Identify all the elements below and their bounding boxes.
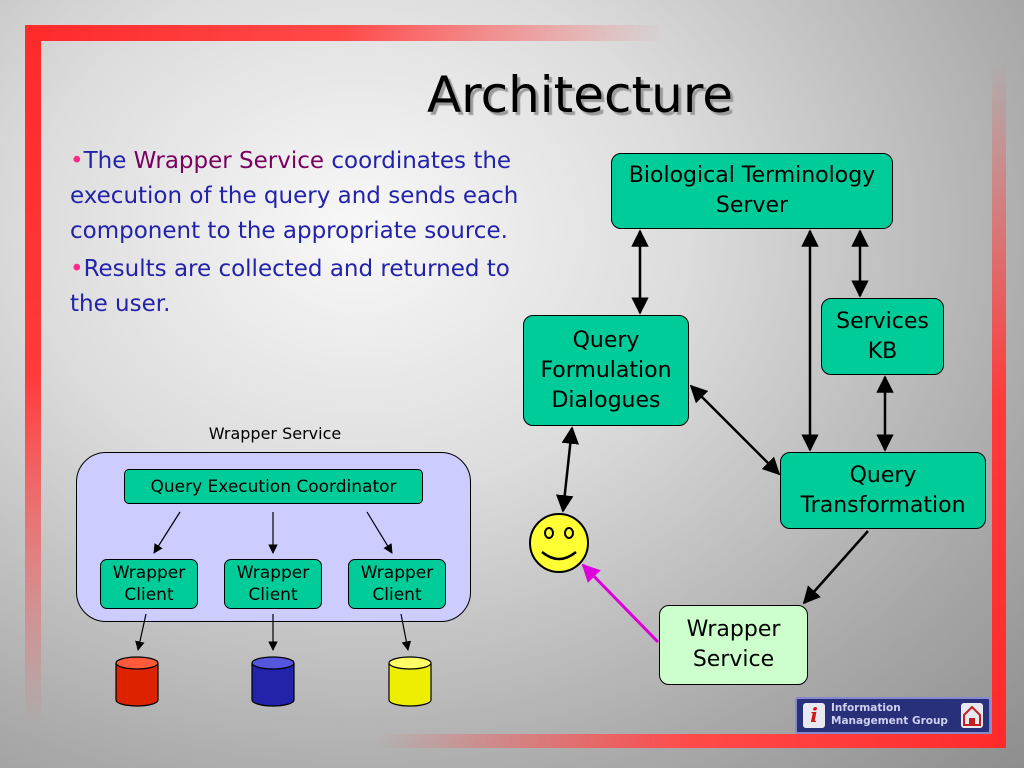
bullet-text: The <box>83 148 134 174</box>
bullet-dot: • <box>70 256 84 282</box>
database-icon <box>115 656 159 707</box>
info-icon: i <box>803 703 825 728</box>
bullet-highlight: Wrapper Service <box>133 148 325 174</box>
services-kb-box: Services KB <box>821 298 944 375</box>
frame-top-bar <box>25 25 665 41</box>
smiley-face-icon <box>529 513 589 573</box>
bullet-item: •The Wrapper Service coordinates the exe… <box>70 144 540 249</box>
query-formulation-dialogues-label: Query Formulation Dialogues <box>540 327 672 413</box>
bullet-dot: • <box>70 148 84 174</box>
biological-terminology-server-box: Biological Terminology Server <box>611 153 893 229</box>
query-transformation-box: Query Transformation <box>780 452 986 529</box>
wrapper-service-label: Wrapper Service <box>686 617 781 672</box>
database-icon <box>251 656 295 707</box>
frame-right-bar <box>992 60 1006 748</box>
arrow-qfd-user <box>555 426 580 513</box>
frame-left-bar <box>25 25 41 725</box>
query-transformation-label: Query Transformation <box>800 462 966 518</box>
logo-text: Information Management Group <box>831 702 948 728</box>
arrow-client3-db <box>400 613 412 651</box>
arrow-qt-ws <box>802 530 869 605</box>
wrapper-client-box: Wrapper Client <box>348 559 446 609</box>
wrapper-client-box: Wrapper Client <box>224 559 322 609</box>
house-icon <box>961 703 983 728</box>
biological-terminology-server-label: Biological Terminology Server <box>628 163 876 218</box>
wrapper-client-label: Wrapper Client <box>112 563 186 605</box>
logo-line2: Management Group <box>831 715 948 727</box>
arrow-coordinator-client3 <box>366 511 393 554</box>
wrapper-client-label: Wrapper Client <box>360 563 434 605</box>
database-icon <box>388 656 432 707</box>
services-kb-label: Services KB <box>836 308 929 364</box>
bullet-text: Results are collected and returned to th… <box>70 256 510 317</box>
frame-bottom-bar <box>375 734 1006 748</box>
bullet-item: •Results are collected and returned to t… <box>70 252 540 322</box>
arrow-qfd-qt <box>689 384 781 476</box>
wrapper-client-label: Wrapper Client <box>236 563 310 605</box>
slide-title: Architecture <box>426 66 734 124</box>
wrapper-client-box: Wrapper Client <box>100 559 198 609</box>
arrow-client1-db <box>135 613 147 651</box>
bullet-list: •The Wrapper Service coordinates the exe… <box>70 144 540 325</box>
query-execution-coordinator-label: Query Execution Coordinator <box>150 476 397 497</box>
img-logo: i Information Management Group <box>795 697 991 734</box>
query-execution-coordinator-box: Query Execution Coordinator <box>124 469 423 504</box>
wrapper-service-caption: Wrapper Service <box>208 424 342 443</box>
bullet-text: coordinates the execution of the query a… <box>70 148 519 244</box>
arrow-coordinator-client1 <box>153 511 181 554</box>
wrapper-service-box: Wrapper Service <box>659 605 808 685</box>
arrow-ws-user <box>581 563 660 644</box>
logo-line1: Information <box>831 702 901 714</box>
query-formulation-dialogues-box: Query Formulation Dialogues <box>523 315 689 426</box>
